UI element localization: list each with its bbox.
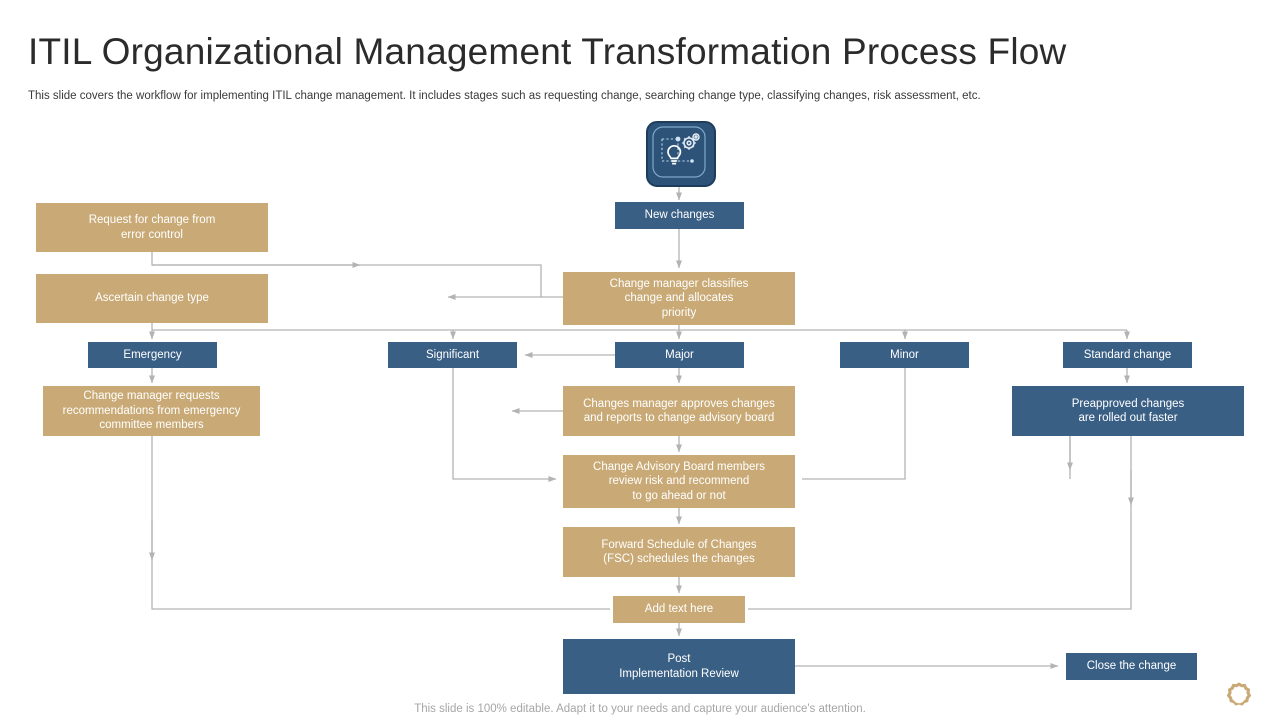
node-label: Close the change [1086,660,1177,673]
node-label: Major [665,348,694,361]
node-label: New changes [644,209,715,222]
node-new-changes[interactable]: New changes [615,202,744,229]
node-label: Forward Schedule of Changes(FSC) schedul… [601,538,757,566]
node-add-text-here[interactable]: Add text here [613,596,745,623]
node-emergency[interactable]: Emergency [88,342,217,368]
page-subtitle: This slide covers the workflow for imple… [28,90,981,102]
node-standard-change[interactable]: Standard change [1063,342,1192,368]
gear-logo-icon [1226,682,1252,706]
node-forward-schedule[interactable]: Forward Schedule of Changes(FSC) schedul… [563,527,795,577]
lightbulb-gears-icon [646,121,716,187]
node-significant[interactable]: Significant [388,342,517,368]
node-label: Standard change [1083,348,1172,361]
node-ascertain-change-type[interactable]: Ascertain change type [36,274,268,323]
page-title: ITIL Organizational Management Transform… [28,31,1067,72]
node-label: Add text here [644,603,714,616]
node-close-the-change[interactable]: Close the change [1066,653,1197,680]
node-major[interactable]: Major [615,342,744,368]
node-minor[interactable]: Minor [840,342,969,368]
lightbulb-gears-glyph [652,126,706,178]
node-label: Significant [425,348,480,361]
node-label: Emergency [123,348,182,361]
node-label: Ascertain change type [95,292,209,305]
node-label: Minor [890,348,919,361]
footer-note: This slide is 100% editable. Adapt it to… [414,703,866,715]
